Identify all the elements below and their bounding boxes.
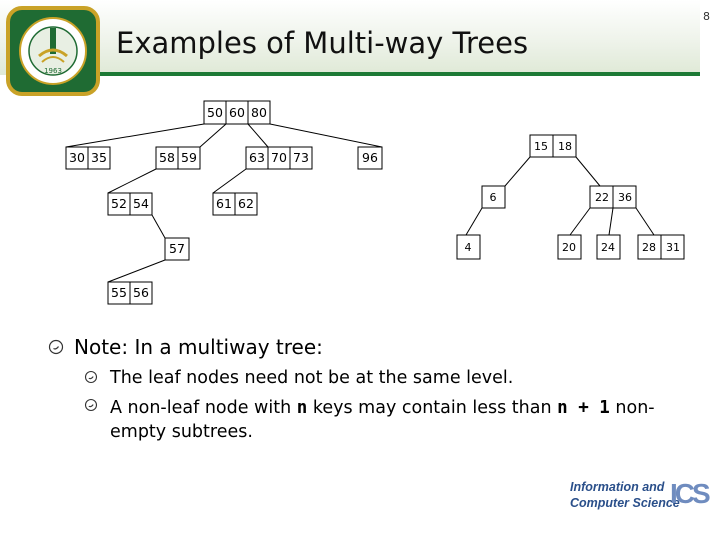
node-root-box [203, 100, 271, 125]
logo-badge-text: 1963 [44, 67, 62, 75]
bullet-sub2-part-c: non-empty subtrees. [110, 398, 655, 442]
key-root-2: 80 [251, 105, 267, 120]
bullet-sub2-part-b: keys may contain less than [307, 398, 558, 418]
bullet-sub2-part-a: A non-leaf node with [110, 398, 297, 418]
bullet-sub2-icon [84, 398, 98, 412]
key-n8-1: 56 [133, 285, 149, 300]
key-n8-0: 55 [111, 285, 127, 300]
bullet-main-icon [48, 339, 64, 355]
key-root-0: 50 [207, 105, 223, 120]
bullet-sub2-expr: n + 1 [557, 398, 610, 418]
key-d-0: 20 [562, 241, 576, 254]
key-n5-1: 54 [133, 196, 149, 211]
node-63-70-73-box [245, 146, 313, 170]
footer-line1: Information and [570, 480, 665, 494]
key-r-0: 15 [534, 140, 548, 153]
key-n1-0: 30 [69, 150, 85, 165]
header-band [0, 0, 700, 75]
bullet-sub1: The leaf nodes need not be at the same l… [110, 368, 514, 388]
key-root-1: 60 [229, 105, 245, 120]
page-number: 8 [703, 10, 710, 23]
key-n3-0: 63 [249, 150, 265, 165]
key-e-0: 24 [601, 241, 615, 254]
bullet-sub1-icon [84, 370, 98, 384]
key-r-1: 18 [558, 140, 572, 153]
key-b-0: 22 [595, 191, 609, 204]
key-n5-0: 52 [111, 196, 127, 211]
node-96-box [357, 146, 383, 170]
key-n2-0: 58 [159, 150, 175, 165]
key-f-1: 31 [666, 241, 680, 254]
key-a-0: 6 [490, 191, 497, 204]
bullet-main: Note: In a multiway tree: [74, 335, 323, 359]
node-4-box [456, 234, 481, 260]
key-f-0: 28 [642, 241, 656, 254]
page-title: Examples of Multi-way Trees [116, 26, 529, 60]
node-57-box [164, 237, 190, 261]
header-stripe [60, 72, 700, 76]
node-24-box [596, 234, 621, 260]
key-n6-1: 62 [238, 196, 254, 211]
node-6-box [481, 185, 506, 209]
ics-logo-mark: ICS [670, 478, 711, 509]
key-n7-0: 57 [169, 241, 185, 256]
key-n3-1: 70 [271, 150, 287, 165]
bullet-sub2-n: n [296, 398, 308, 418]
university-logo: 1963 [6, 6, 100, 96]
key-n6-0: 61 [216, 196, 232, 211]
bullet-sub2: A non-leaf node with n keys may contain … [110, 396, 670, 444]
footer-line2: Computer Science [570, 496, 680, 510]
key-n4-0: 96 [362, 150, 378, 165]
key-c-0: 4 [465, 241, 472, 254]
key-n2-1: 59 [181, 150, 197, 165]
key-n1-1: 35 [91, 150, 107, 165]
key-b-1: 36 [618, 191, 632, 204]
key-n3-2: 73 [293, 150, 309, 165]
node-20-box [557, 234, 582, 260]
